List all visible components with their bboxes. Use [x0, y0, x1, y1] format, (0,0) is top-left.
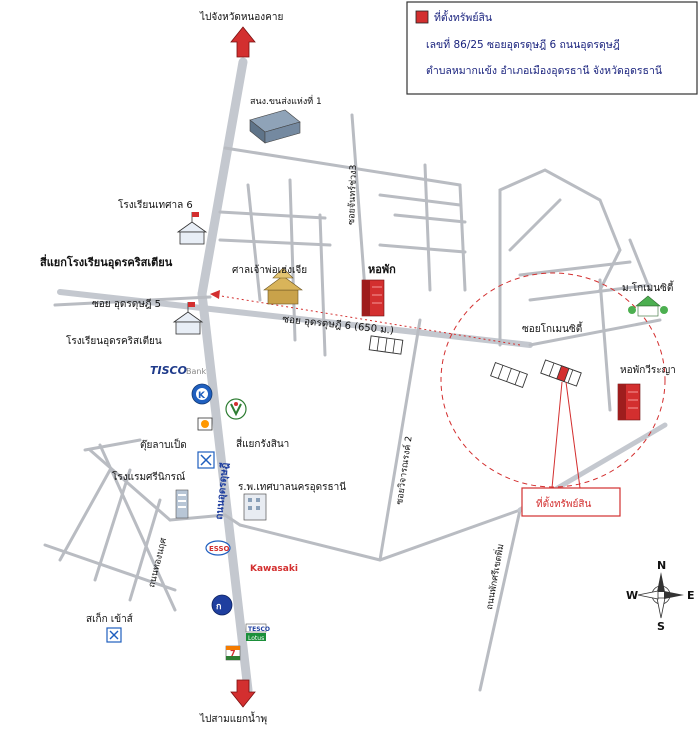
row-house-icon [368, 335, 404, 355]
label-esso: ESSO [209, 545, 230, 553]
legend: ที่ตั้งทรัพย์สิน เลขที่ 86/25 ซอยอุดรดุษ… [406, 1, 698, 95]
label-tesco: TESCO [248, 626, 270, 633]
school-icon [176, 212, 208, 245]
north-arrow [230, 26, 256, 58]
label-school-christian: โรงเรียนอุดรคริสเตียน [66, 334, 162, 347]
school-icon [172, 302, 204, 335]
label-soi-chanpen: ซอยจันทร์ช่วง3 [345, 164, 359, 225]
legend-line-1: เลขที่ 86/25 ซอยอุดรดุษฎี 6 ถนนอุดรดุษฎี [426, 37, 620, 51]
compass-w: W [626, 589, 638, 602]
tesco-lotus-logo-icon: TESCO Lotus [245, 623, 270, 642]
row-house-icon [540, 359, 582, 387]
label-kawasaki: Kawasaki [250, 564, 298, 574]
dorm-tower-icon [361, 279, 385, 317]
label-seven: 7 [230, 649, 236, 658]
label-road-bypass: ถนนพักศรีเขตพิ่ม [482, 543, 506, 611]
south-arrow [230, 679, 256, 708]
label-dorm-wesanya: หอพักวีระญา [620, 364, 676, 376]
svg-text:ก: ก [216, 602, 221, 612]
property-callout: ที่ตั้งทรัพย์สิน [521, 381, 621, 517]
label-village: ม.โกเมนซิตี้ [622, 280, 674, 294]
label-junction-bank: สี่แยกรังสินา [236, 436, 289, 450]
label-road-lower: ถนนทองนฤศ [147, 537, 169, 589]
dorm-tower-icon [617, 383, 641, 421]
svg-text:K: K [198, 391, 206, 401]
main-road [197, 57, 253, 695]
bank-logo-icon [197, 417, 213, 431]
shrine-icon [263, 267, 303, 305]
shop-icon [106, 627, 122, 643]
label-to-sam-yaek: ไปสามแยกน้ำพุ [199, 711, 267, 725]
label-shrine: ศาลเจ้าพ่อเฮ่งเจีย [232, 264, 307, 276]
restaurant-icon [197, 451, 215, 469]
label-kratom: ตุ๊ยลาบเป็ด [140, 437, 187, 451]
label-property-box: ที่ตั้งทรัพย์สิน [536, 496, 591, 510]
esso-logo-icon: ESSO [205, 540, 231, 556]
label-shop: สเก็ก เข้าส์ [86, 611, 133, 625]
bank-logo-icon: K [191, 383, 213, 405]
building-icon [249, 109, 301, 144]
compass-e: E [687, 589, 695, 602]
label-tisco: TISCO [150, 364, 187, 377]
bank-logo-icon: ก [211, 594, 233, 616]
property-radius-circle [440, 272, 666, 488]
label-hospital: ร.พ.เทศบาลนครอุดรธานี [238, 481, 346, 493]
label-tisco-sub: Bank [186, 367, 206, 376]
legend-frame [406, 1, 698, 95]
label-soi-kosmen: ซอยโกเมนซิตี้ [522, 321, 583, 335]
compass-n: N [657, 559, 666, 572]
label-hotel: โรงแรมศรีนิกรณ์ [112, 470, 185, 483]
side-roads [43, 113, 668, 692]
label-junction-school: สี่แยกโรงเรียนอุดรคริสเตียน [40, 254, 173, 270]
compass-icon: N S E W [626, 559, 695, 633]
route-indicator [210, 290, 521, 346]
property-box [521, 487, 621, 517]
label-school-thesaban: โรงเรียนเทศาล 6 [118, 198, 193, 211]
label-soi-5: ซอย อุดรดุษฎี 5 [92, 298, 161, 310]
label-lotus: Lotus [248, 635, 264, 642]
label-dorm-1: หอพัก [368, 263, 396, 276]
village-icon [628, 295, 668, 317]
seven-eleven-logo-icon: 7 [225, 645, 241, 661]
bank-logo-icon [225, 398, 247, 420]
label-to-nongkhai: ไปจังหวัดหนองคาย [199, 11, 283, 23]
legend-title: ที่ตั้งทรัพย์สิน [434, 10, 492, 24]
hotel-icon [175, 489, 189, 519]
hospital-icon [243, 493, 267, 521]
row-house-icon [490, 362, 528, 388]
legend-property-marker [415, 10, 429, 24]
legend-line-2: ตำบลหมากแข้ง อำเภอเมืองอุดรธานี จังหวัดอ… [426, 64, 662, 77]
label-soi-6: ซอย อุดรดุษฎี 6 (650 ม.) [282, 313, 395, 337]
label-post-office: สนง.ขนส่งแห่งที่ 1 [250, 94, 322, 107]
compass-s: S [657, 620, 665, 633]
